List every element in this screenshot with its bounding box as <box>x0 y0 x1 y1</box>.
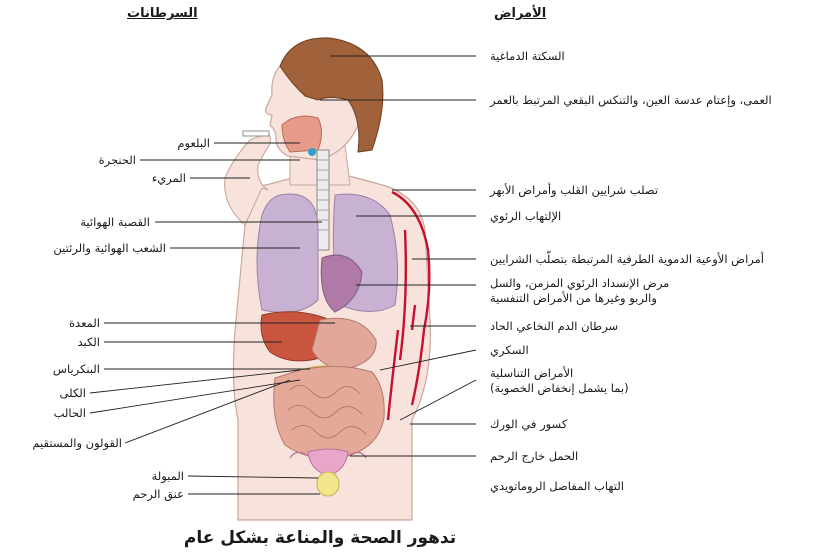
cigarette <box>243 131 269 136</box>
label-aml: سرطان الدم النخاعي الحاد <box>490 319 618 333</box>
label-stomach: المعدة <box>69 316 100 330</box>
bladder <box>317 472 339 496</box>
label-bronchi-lungs: الشعب الهوائية والرئتين <box>53 241 166 255</box>
label-pancreas: البنكرياس <box>53 362 100 376</box>
label-arthritis: التهاب المفاصل الروماتويدي <box>490 479 624 493</box>
label-copd-2: والربو وغيرها من الأمراض التنفسية <box>490 291 657 305</box>
diagram-title: تدهور الصحة والمناعة بشكل عام <box>0 528 640 548</box>
label-liver: الكبد <box>77 335 100 349</box>
label-kidneys: الكلى <box>60 386 86 400</box>
label-colorectal: القولون والمستقيم <box>32 436 122 450</box>
label-vascular: أمراض الأوعية الدموية الطرفية المرتبطة ب… <box>490 252 764 266</box>
label-larynx: الحنجرة <box>99 153 136 167</box>
label-hip-fracture: كسور في الورك <box>490 417 567 431</box>
intestines <box>274 366 385 458</box>
label-pneumonia: الإلتهاب الرئوي <box>490 209 561 223</box>
left-lung <box>257 194 318 312</box>
pharynx <box>282 116 322 152</box>
label-blindness: العمى، وإعتام عدسة العين، والتنكس البقعي… <box>490 93 772 107</box>
label-trachea: القصبة الهوائية <box>80 215 150 229</box>
label-copd: مرض الإنسداد الرئوي المزمن، والسل <box>490 276 669 290</box>
label-esophagus: المريء <box>152 171 186 185</box>
label-fertility: (بما يشمل إنخفاض الخصوبة) <box>490 381 629 395</box>
label-stroke: السكتة الدماغية <box>490 49 565 63</box>
label-heart-disease: تصلب شرايين القلب وأمراض الأبهر <box>490 183 658 197</box>
label-bladder: المبولة <box>152 469 184 483</box>
larynx-dot <box>308 148 316 156</box>
label-ureter: الحالب <box>54 406 86 420</box>
label-pharynx: البلعوم <box>177 136 210 150</box>
label-ectopic: الحمل خارج الرحم <box>490 449 578 463</box>
label-reproductive: الأمراض التناسلية <box>490 366 573 380</box>
label-cervix: عنق الرحم <box>133 487 184 501</box>
label-diabetes: السكري <box>490 343 529 357</box>
